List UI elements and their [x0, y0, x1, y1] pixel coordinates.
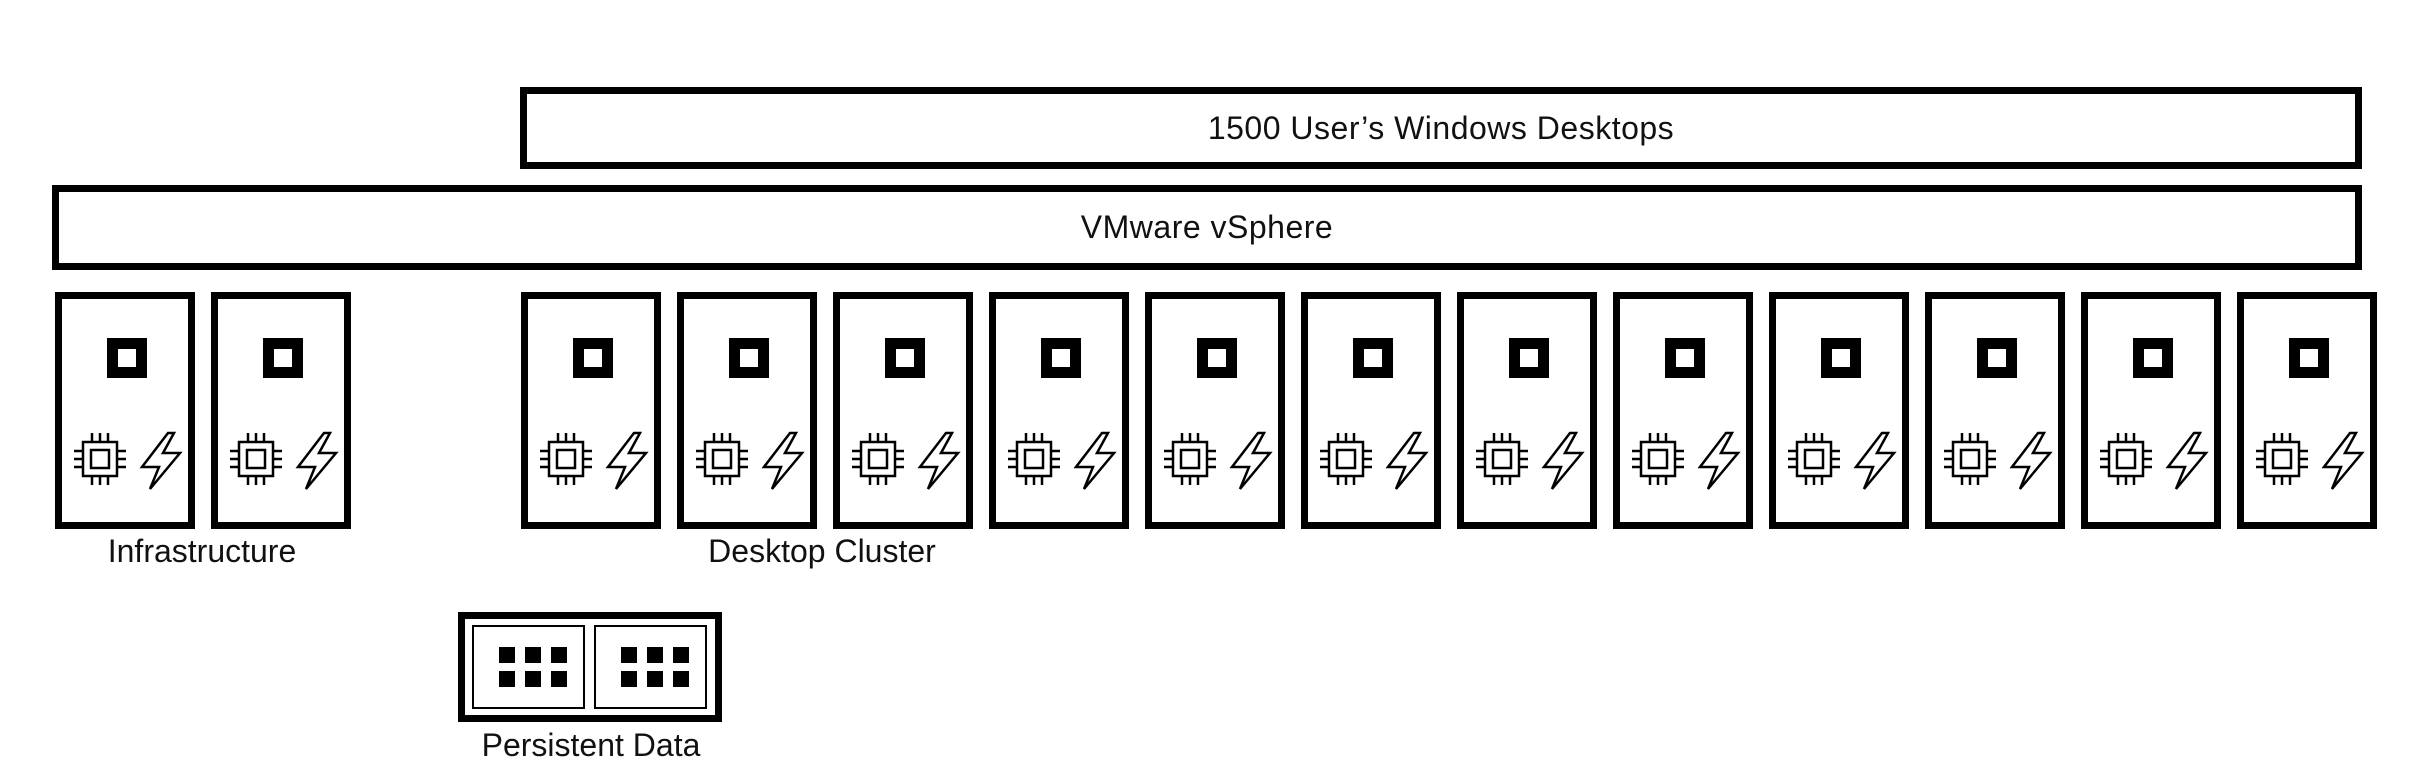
cpu-chip-icon	[228, 431, 284, 487]
lightning-bolt-icon	[2316, 431, 2368, 491]
lightning-bolt-icon	[1536, 431, 1588, 491]
lightning-bolt-icon	[1380, 431, 1432, 491]
lightning-bolt-icon	[1224, 431, 1276, 491]
server-unit	[1925, 292, 2065, 529]
cpu-chip-icon	[1162, 431, 1218, 487]
lightning-bolt-icon	[912, 431, 964, 491]
server-unit	[1457, 292, 1597, 529]
cpu-chip-icon	[1006, 431, 1062, 487]
server-unit	[521, 292, 661, 529]
storage-bay	[594, 625, 707, 709]
lightning-bolt-icon	[756, 431, 808, 491]
disk-icon	[1197, 338, 1237, 378]
storage-bay-icon	[621, 647, 689, 687]
disk-icon	[2289, 338, 2329, 378]
vsphere-layer-label: VMware vSphere	[1080, 209, 1334, 245]
server-unit	[1145, 292, 1285, 529]
cpu-chip-icon	[850, 431, 906, 487]
lightning-bolt-icon	[2160, 431, 2212, 491]
disk-icon	[1977, 338, 2017, 378]
lightning-bolt-icon	[134, 431, 186, 491]
cpu-chip-icon	[1318, 431, 1374, 487]
server-unit	[833, 292, 973, 529]
disk-icon	[885, 338, 925, 378]
storage-array	[458, 612, 722, 722]
cpu-chip-icon	[1942, 431, 1998, 487]
disk-icon	[1509, 338, 1549, 378]
disk-icon	[1821, 338, 1861, 378]
server-unit	[989, 292, 1129, 529]
disk-icon	[107, 338, 147, 378]
cpu-chip-icon	[2098, 431, 2154, 487]
disk-icon	[729, 338, 769, 378]
storage-bay-icon	[499, 647, 567, 687]
server-unit	[1769, 292, 1909, 529]
server-unit	[55, 292, 195, 529]
persistent-data-label: Persistent Data	[481, 727, 701, 763]
disk-icon	[1041, 338, 1081, 378]
disk-icon	[1353, 338, 1393, 378]
desktop-cluster-label: Desktop Cluster	[708, 533, 936, 569]
lightning-bolt-icon	[600, 431, 652, 491]
cpu-chip-icon	[694, 431, 750, 487]
cpu-chip-icon	[1474, 431, 1530, 487]
desktops-layer: 1500 User’s Windows Desktops	[520, 87, 2362, 169]
desktops-layer-label: 1500 User’s Windows Desktops	[1207, 109, 1675, 146]
lightning-bolt-icon	[1848, 431, 1900, 491]
server-unit	[1301, 292, 1441, 529]
disk-icon	[263, 338, 303, 378]
server-unit	[211, 292, 351, 529]
cpu-chip-icon	[2254, 431, 2310, 487]
infrastructure-label: Infrastructure	[107, 533, 297, 569]
lightning-bolt-icon	[1068, 431, 1120, 491]
lightning-bolt-icon	[2004, 431, 2056, 491]
server-unit	[2237, 292, 2377, 529]
disk-icon	[2133, 338, 2173, 378]
cpu-chip-icon	[72, 431, 128, 487]
cpu-chip-icon	[1630, 431, 1686, 487]
server-unit	[1613, 292, 1753, 529]
lightning-bolt-icon	[290, 431, 342, 491]
server-unit	[677, 292, 817, 529]
storage-bay	[472, 625, 585, 709]
cpu-chip-icon	[538, 431, 594, 487]
lightning-bolt-icon	[1692, 431, 1744, 491]
vsphere-layer: VMware vSphere	[52, 185, 2362, 270]
disk-icon	[1665, 338, 1705, 378]
disk-icon	[573, 338, 613, 378]
server-unit	[2081, 292, 2221, 529]
cpu-chip-icon	[1786, 431, 1842, 487]
